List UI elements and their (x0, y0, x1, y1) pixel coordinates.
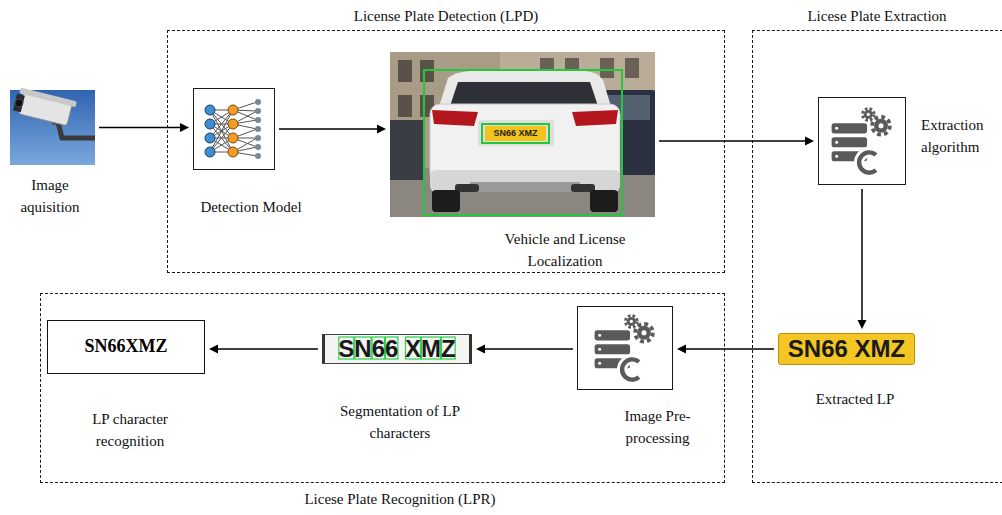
preprocess-box: Image Pre-processing (577, 306, 673, 390)
arrow-head (180, 123, 189, 132)
camera-picture (10, 87, 95, 165)
result-box: SN66XMZLP character recognition (47, 320, 205, 374)
plate-text: SN66 XMZ (338, 337, 455, 361)
illustration-part (13, 87, 78, 127)
illustration-part (255, 108, 261, 114)
illustration-part (255, 117, 261, 123)
mini-plate: SN66 XMZ (485, 126, 546, 141)
car-photo (390, 52, 655, 217)
arrow-line (483, 348, 573, 350)
illustration-part (432, 190, 460, 212)
arrow-head (209, 345, 218, 354)
plate-box-outline (482, 124, 549, 143)
node-label: Extraction algorithm (921, 114, 999, 158)
detection-region: License Plate Detection (LPD)Detection M… (167, 30, 725, 273)
extraction-region: Licese Plate ExtractionExtraction algori… (752, 30, 1002, 483)
illustration-part (255, 99, 261, 105)
illustration-part (14, 98, 24, 108)
illustration-part (398, 95, 412, 117)
node-label: Image Pre-processing (595, 405, 720, 449)
illustration-part (19, 87, 77, 107)
flow-arrow (99, 123, 189, 132)
illustration-part (228, 105, 238, 115)
text-holder: SN66 XMZ (779, 334, 914, 364)
illustration-part (205, 105, 215, 115)
flow-arrow (677, 345, 774, 354)
illustration-part (205, 119, 215, 129)
illustration-part (572, 110, 618, 126)
arrow-line (861, 189, 863, 322)
recognition-region: Licese Plate Recognition (LPR)Image Pre-… (40, 293, 725, 483)
photo-node: SN66 XMZVehicle and License Localization (390, 52, 655, 217)
node-label: LP character recognition (70, 408, 190, 452)
text-holder: SN66 XMZ (325, 335, 469, 363)
arrow-line (216, 348, 318, 350)
arrow-head (677, 345, 686, 354)
illustration-part (478, 120, 554, 146)
flow-arrow (858, 189, 867, 329)
node-label: License Plate Detection (LPD) (167, 5, 725, 27)
illustration-part (625, 58, 639, 78)
arrow-line (279, 128, 379, 130)
illustration-part (590, 190, 618, 212)
plate-box: SN66 XMZExtracted LP (778, 333, 915, 365)
illustration-part (255, 153, 261, 159)
flow-arrow (279, 125, 386, 134)
camera-node: Image aquisition (10, 90, 95, 165)
extraction-icon (832, 109, 890, 173)
network-icon (205, 99, 261, 159)
illustration-part (255, 144, 261, 150)
algorithm-box: Extraction algorithm (818, 97, 906, 185)
arrow-head (805, 137, 814, 146)
illustration-part (228, 133, 238, 143)
preprocess-icon (595, 316, 653, 380)
plate-text: SN66 XMZ (493, 129, 537, 138)
illustration-part (228, 119, 238, 129)
illustration-part (205, 147, 215, 157)
flow-arrow (659, 137, 814, 146)
node-label: Vehicle and License Localization (480, 228, 650, 272)
arrow-line (99, 127, 182, 129)
node-label: Extracted LP (780, 388, 930, 410)
illustration-part (255, 126, 261, 132)
illustration-part (450, 82, 598, 106)
arrow-line (684, 348, 774, 350)
arrow-head (377, 125, 386, 134)
illustration-part (390, 52, 655, 217)
segmented-plate: SN66 XMZSegmentation of LP characters (322, 334, 472, 364)
illustration-part (470, 182, 580, 192)
model-box: Detection Model (193, 88, 275, 170)
illustration-part (600, 58, 614, 78)
node-label: Detection Model (176, 196, 326, 218)
flow-arrow (209, 345, 318, 354)
arrow-line (659, 140, 807, 142)
illustration-part (210, 102, 257, 156)
flow-arrow (476, 345, 573, 354)
illustration-part (13, 94, 25, 112)
plate-text: SN66XMZ (84, 336, 167, 358)
illustration-part (571, 184, 595, 192)
arrow-head (858, 320, 867, 329)
vehicle-box (424, 70, 622, 215)
node-label: Licese Plate Recognition (LPR) (240, 488, 560, 510)
illustration-part (430, 170, 620, 192)
illustration-part (455, 184, 479, 192)
text-holder: SN66XMZ (48, 321, 204, 373)
plate-text: SN66 XMZ (788, 337, 905, 361)
node-label: Image aquisition (0, 174, 100, 218)
node-label: Licese Plate Extraction (752, 5, 1002, 27)
illustration-part (390, 120, 425, 180)
illustration-part (205, 133, 215, 143)
illustration-part (398, 60, 412, 82)
illustration-part (432, 110, 478, 126)
node-label: Segmentation of LP characters (320, 400, 480, 444)
arrow-head (476, 345, 485, 354)
illustration-part (255, 135, 261, 141)
illustration-part (228, 147, 238, 157)
